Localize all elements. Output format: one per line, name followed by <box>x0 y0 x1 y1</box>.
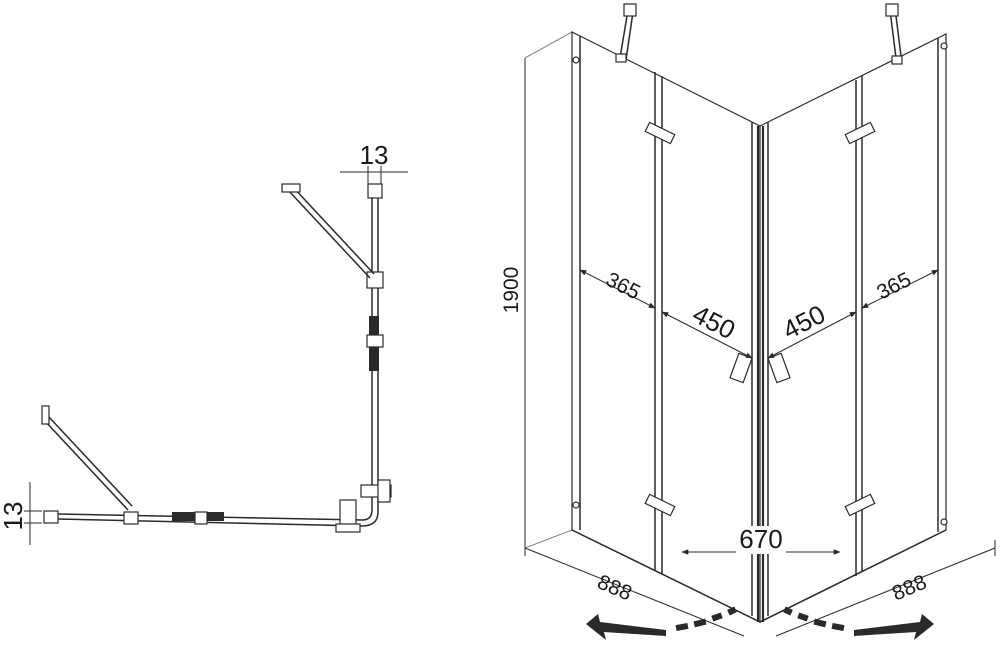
left-enclosure-side <box>571 3 761 623</box>
left-door-swing-arrow <box>586 606 737 640</box>
height-dimension: 1900 <box>500 31 573 549</box>
plan-left-stabilizer <box>41 405 133 511</box>
depth-dimensions: 888 888 <box>524 529 996 637</box>
top-gap-dimension: 13 <box>340 140 408 184</box>
left-depth-label: 888 <box>594 571 635 606</box>
right-door-swing-arrow <box>783 606 934 640</box>
left-gap-label: 13 <box>0 502 28 531</box>
left-gap-dimension: 13 <box>0 482 42 545</box>
entry-opening-label: 670 <box>739 524 782 554</box>
plan-right-panel <box>360 183 392 527</box>
elevation-view: 1900 <box>500 3 996 640</box>
plan-bottom-panel <box>43 499 363 533</box>
height-label: 1900 <box>500 267 523 314</box>
plan-right-stabilizer <box>281 183 375 279</box>
plan-view: 13 13 <box>0 140 408 545</box>
top-gap-label: 13 <box>360 140 389 170</box>
entry-opening-dimension: 670 <box>681 524 841 555</box>
right-depth-label: 888 <box>889 571 930 606</box>
